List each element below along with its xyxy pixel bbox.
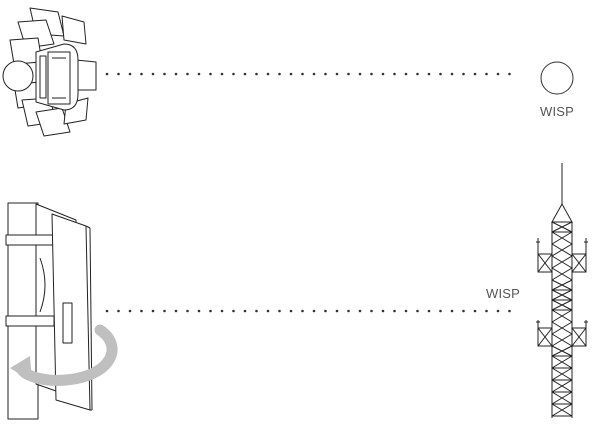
lattice-tower-icon	[536, 163, 588, 418]
wisp-circle-icon	[540, 61, 574, 95]
rotation-arrow-icon	[10, 324, 118, 386]
wisp-label-top: WISP	[540, 104, 575, 119]
wisp-label-bottom: WISP	[486, 286, 521, 301]
cpe-antenna-panels-icon	[2, 7, 97, 137]
pole-mounted-cpe-icon	[5, 202, 93, 420]
